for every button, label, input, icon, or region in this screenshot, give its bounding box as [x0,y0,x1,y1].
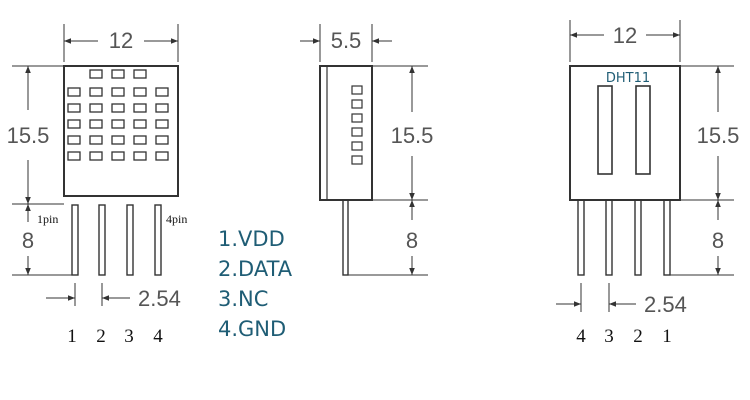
grille-slot [155,119,169,129]
back-view [556,20,734,312]
front-body [63,65,179,197]
legend-item-gnd: 4.GND [218,317,287,341]
back-body-height-label: 15.5 [697,123,740,148]
grille-slot [89,119,103,129]
front-width-label: 12 [109,28,133,53]
front-pin-number: 1 [67,326,77,347]
grille-slot [155,87,169,97]
back-pin-4 [577,199,585,276]
front-body-height-label: 15.5 [7,123,50,148]
back-pin-1 [663,199,671,276]
grille-slot [67,103,81,113]
front-pin-number: 2 [96,326,106,347]
grille-slot [133,151,147,161]
front-pin-1 [71,204,79,276]
legend-item-vdd: 1.VDD [218,227,285,251]
front-view [12,24,179,306]
side-body [319,65,373,201]
front-grille [67,69,169,161]
grille-slot [155,135,169,145]
grille-slot [89,103,103,113]
grille-slot [111,151,125,161]
front-last-pin-label: 4pin [166,212,187,226]
grille-slot [111,135,125,145]
grille-slot [111,103,125,113]
grille-slot [89,69,103,79]
pin-legend: 1.VDD 2.DATA 3.NC 4.GND [218,224,292,344]
grille-slot [133,119,147,129]
back-pin-number: 4 [576,326,586,347]
grille-slot [111,69,125,79]
grille-slot [155,103,169,113]
side-body-height-label: 15.5 [391,123,434,148]
grille-slot [111,87,125,97]
back-pin-number: 2 [633,326,643,347]
grille-slot [133,103,147,113]
grille-slot [155,151,169,161]
side-view [300,24,428,276]
grille-slot [89,151,103,161]
back-slot-right [635,85,651,175]
back-pin-number: 1 [662,326,672,347]
grille-slot [67,87,81,97]
front-pin-3 [126,204,134,276]
back-pitch-label: 2.54 [644,292,687,317]
side-pin [342,199,349,276]
front-first-pin-label: 1pin [37,212,58,226]
legend-item-data: 2.DATA [218,257,293,281]
grille-slot [133,135,147,145]
back-model-label: DHT11 [606,71,650,86]
grille-slot [111,119,125,129]
front-pin-number: 3 [124,326,134,347]
grille-slot [133,87,147,97]
front-pin-4 [154,204,162,276]
grille-slot [67,135,81,145]
back-body [569,65,681,201]
grille-slot [89,87,103,97]
legend-item-nc: 3.NC [218,287,269,311]
back-slot-left [597,85,613,175]
grille-slot [89,135,103,145]
back-width-label: 12 [613,23,637,48]
grille-slot [133,69,147,79]
side-grille [351,85,363,165]
back-pin-2 [634,199,642,276]
front-pitch-label: 2.54 [138,286,181,311]
front-pin-length-label: 8 [22,228,34,253]
grille-slot [67,119,81,129]
back-pin-3 [605,199,613,276]
front-pin-number: 4 [153,326,163,347]
side-pin-length-label: 8 [406,228,418,253]
front-pin-2 [98,204,106,276]
back-pin-number: 3 [604,326,614,347]
back-pin-length-label: 8 [712,228,724,253]
side-width-label: 5.5 [331,28,362,53]
grille-slot [67,151,81,161]
